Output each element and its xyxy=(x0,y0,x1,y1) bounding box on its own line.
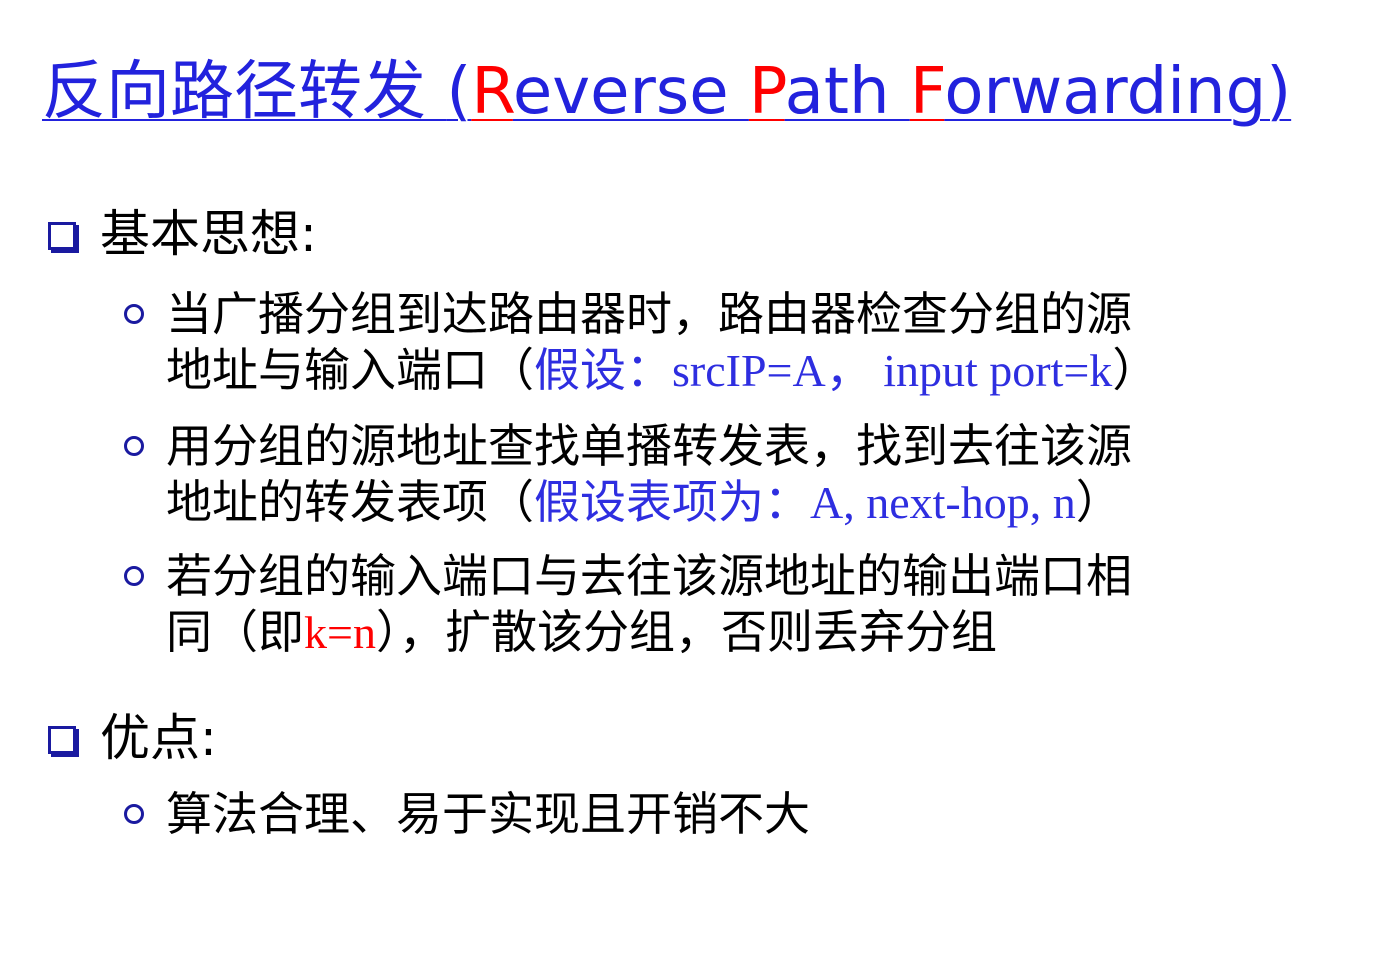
bullet-item: 当广播分组到达路由器时，路由器检查分组的源 xyxy=(120,286,1132,342)
section-advantages: 优点: xyxy=(44,710,217,766)
condition-value: k=n xyxy=(304,607,376,658)
bullet-item: 若分组的输入端口与去往该源地址的输出端口相 xyxy=(120,548,1132,604)
circle-bullet-icon xyxy=(124,804,144,824)
bullet-item: 算法合理、易于实现且开销不大 xyxy=(120,786,810,842)
title-word-path: ath xyxy=(784,55,910,129)
title-word-forwarding: orwarding) xyxy=(944,55,1292,129)
circle-bullet-icon xyxy=(124,304,144,324)
bullet-continuation: 地址的转发表项（假设表项为：A, next-hop, n） xyxy=(120,474,1122,531)
square-bullet-icon xyxy=(48,726,76,754)
bullet-text: 同（即 xyxy=(166,605,304,659)
assumption-value: A, next-hop, n xyxy=(810,477,1076,528)
closing-paren: ） xyxy=(1112,343,1159,397)
square-bullet-icon xyxy=(48,222,76,250)
circle-bullet-icon xyxy=(124,566,144,586)
bullet-text: 地址的转发表项（ xyxy=(166,475,534,529)
bullet-line: 用分组的源地址查找单播转发表，找到去往该源 xyxy=(166,419,1132,473)
bullet-text: 地址与输入端口（ xyxy=(166,343,534,397)
circle-bullet-icon xyxy=(124,436,144,456)
assumption-value: srcIP=A， input port=k xyxy=(672,345,1113,396)
bullet-continuation: 地址与输入端口（假设：srcIP=A， input port=k） xyxy=(120,342,1158,399)
bullet-item: 用分组的源地址查找单播转发表，找到去往该源 xyxy=(120,418,1132,474)
assumption-label: 假设： xyxy=(534,343,672,397)
section-basic-idea: 基本思想: xyxy=(44,206,317,262)
title-initial-r: R xyxy=(471,55,513,129)
bullet-line: 若分组的输入端口与去往该源地址的输出端口相 xyxy=(166,549,1132,603)
bullet-continuation: 同（即k=n），扩散该分组，否则丢弃分组 xyxy=(120,604,997,661)
closing-paren: ） xyxy=(1075,475,1122,529)
title-initial-p: P xyxy=(748,55,785,129)
bullet-text: ），扩散该分组，否则丢弃分组 xyxy=(375,605,997,659)
slide-title: 反向路径转发 (Reverse Path Forwarding) xyxy=(42,52,1291,132)
section-heading: 优点: xyxy=(100,709,217,767)
section-heading: 基本思想: xyxy=(100,205,317,263)
title-initial-f: F xyxy=(909,55,945,129)
title-chinese: 反向路径转发 xyxy=(42,55,447,129)
bullet-line: 当广播分组到达路由器时，路由器检查分组的源 xyxy=(166,287,1132,341)
title-open-paren: ( xyxy=(446,55,472,129)
assumption-label: 假设表项为： xyxy=(534,475,810,529)
bullet-line: 算法合理、易于实现且开销不大 xyxy=(166,787,810,841)
title-word-reverse: everse xyxy=(512,55,749,129)
